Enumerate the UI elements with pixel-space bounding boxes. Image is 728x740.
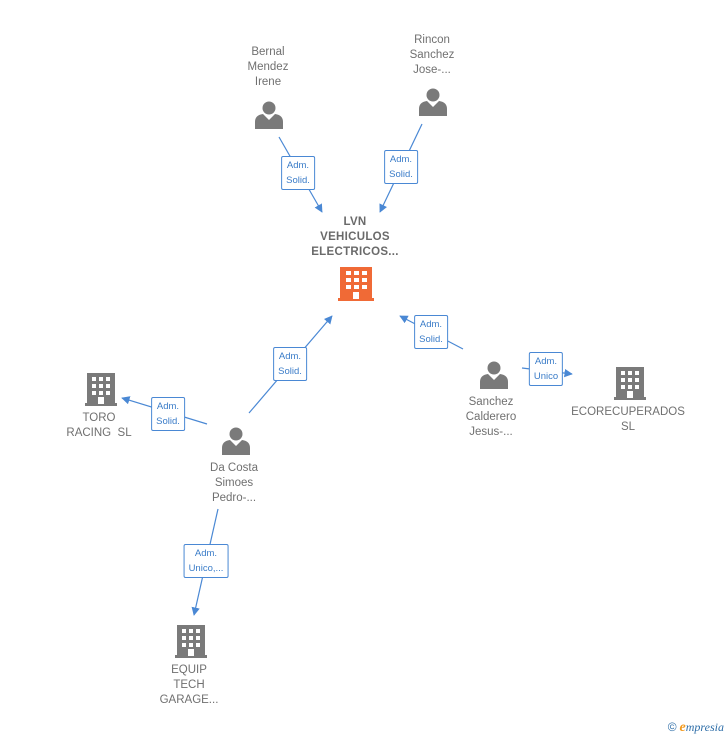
node-label-bernal[interactable]: Bernal Mendez Irene [247, 46, 289, 88]
node-label-equip[interactable]: EQUIP TECH GARAGE... [159, 664, 219, 706]
node-label-dacosta[interactable]: Da Costa Simoes Pedro-... [210, 462, 258, 504]
edge-label-bernal-center[interactable]: Adm. Solid. [281, 156, 315, 190]
building-icon[interactable] [85, 373, 117, 406]
brand-footer[interactable]: ©empresia [668, 720, 724, 736]
person-icon[interactable] [222, 427, 250, 456]
edge-label-sanchez-center[interactable]: Adm. Solid. [414, 315, 448, 349]
edge-label-sanchez-eco[interactable]: Adm. Unico [528, 352, 564, 386]
edge-label-dacosta-equip[interactable]: Adm. Unico,... [183, 544, 229, 578]
node-label-toro[interactable]: TORO RACING SL [66, 412, 132, 439]
building-icon[interactable] [614, 367, 646, 400]
node-label-center[interactable]: LVN VEHICULOS ELECTRICOS... [311, 216, 399, 258]
node-label-ecorecuperados[interactable]: ECORECUPERADOS SL [571, 406, 685, 433]
edge-label-dacosta-toro[interactable]: Adm. Solid. [151, 397, 185, 431]
building-icon[interactable] [338, 267, 374, 301]
brand-name: mpresia [685, 720, 724, 734]
person-icon[interactable] [255, 101, 283, 130]
person-icon[interactable] [480, 361, 508, 390]
building-icon[interactable] [175, 625, 207, 658]
copyright-icon: © [667, 720, 677, 734]
node-label-rincon[interactable]: Rincon Sanchez Jose-... [409, 34, 455, 76]
edge-label-rincon-center[interactable]: Adm. Solid. [384, 150, 418, 184]
node-label-sanchez[interactable]: Sanchez Calderero Jesus-... [465, 396, 517, 438]
person-icon[interactable] [419, 88, 447, 117]
edge-label-dacosta-center[interactable]: Adm. Solid. [273, 347, 307, 381]
edges-layer [121, 123, 573, 616]
brand-logo-letter: e [679, 720, 686, 735]
